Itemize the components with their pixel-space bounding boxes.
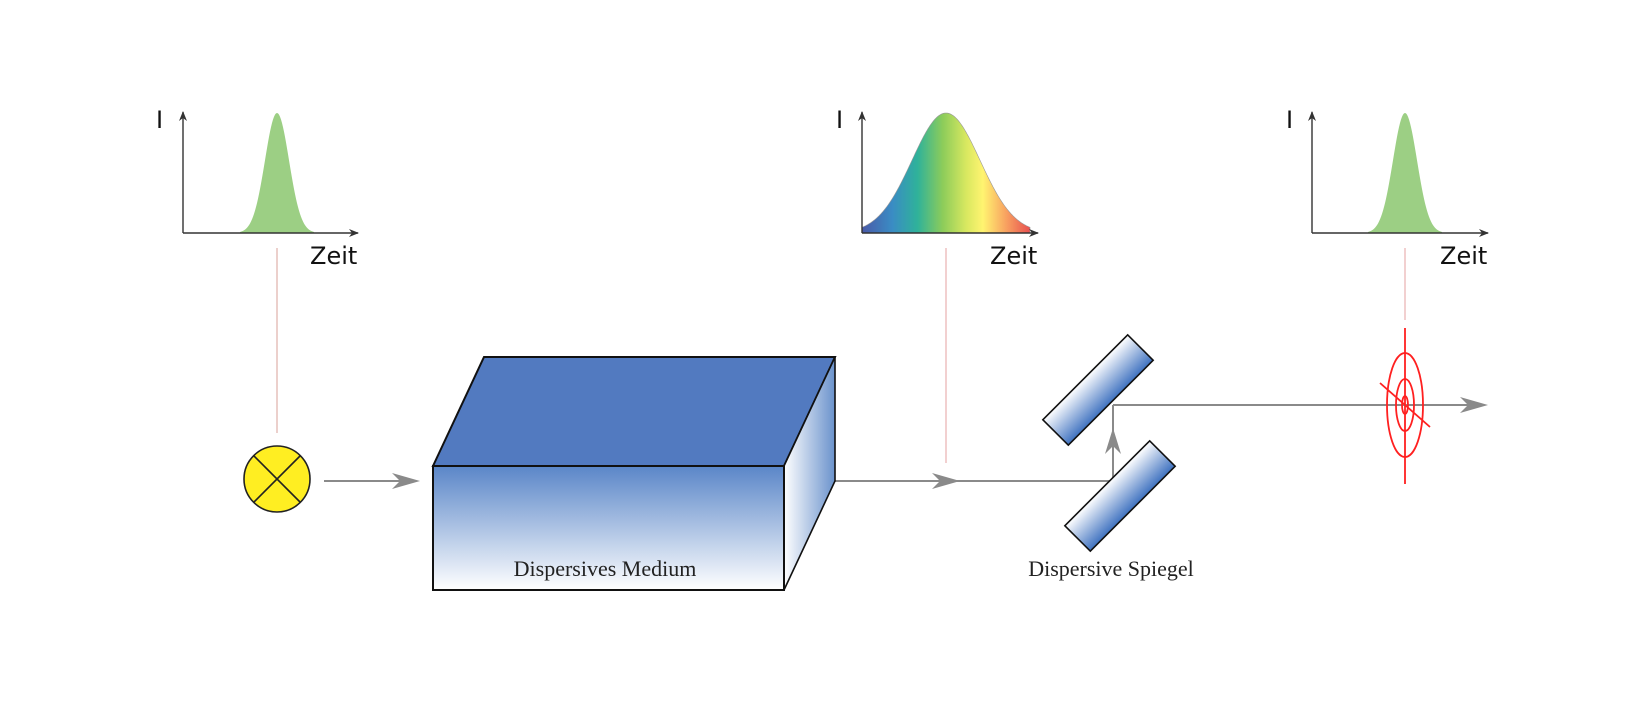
beam-arrowheads — [392, 397, 1488, 489]
dispersive-medium-block: Dispersives Medium — [431, 356, 837, 591]
y-axis-label: I — [836, 106, 843, 134]
medium-top-face — [431, 356, 837, 467]
graph-chirped-pulse: I Zeit — [836, 106, 1039, 270]
arrow-up-icon — [1105, 428, 1121, 454]
crossed-circle-lamp-icon — [243, 445, 311, 513]
arrow-right-icon — [932, 473, 960, 489]
lower-mirror — [1063, 439, 1177, 553]
y-axis-label: I — [1286, 106, 1293, 134]
pulse-curve — [861, 112, 1031, 234]
medium-label: Dispersives Medium — [514, 556, 697, 581]
pulse-curve — [240, 113, 314, 233]
graph-input-pulse: I Zeit — [156, 106, 359, 270]
pulse-curve — [1368, 113, 1442, 233]
y-axis-label: I — [156, 106, 163, 134]
x-axis-label: Zeit — [310, 242, 357, 270]
graph-compressed-pulse: I Zeit — [1286, 106, 1489, 270]
x-axis-label: Zeit — [990, 242, 1037, 270]
arrow-right-icon — [392, 473, 420, 489]
crosshair-target-icon — [1379, 328, 1431, 484]
dispersive-mirrors: Dispersive Spiegel — [1028, 333, 1194, 581]
arrow-right-icon — [1460, 397, 1488, 413]
upper-mirror — [1041, 333, 1155, 447]
x-axis-label: Zeit — [1440, 242, 1487, 270]
mirrors-label: Dispersive Spiegel — [1028, 556, 1194, 581]
medium-front-face — [432, 465, 785, 591]
